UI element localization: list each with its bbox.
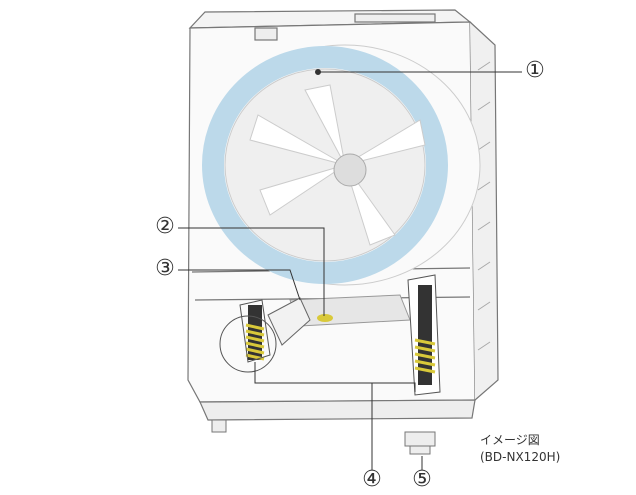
leader-lines [178,69,522,470]
side-vents [477,61,491,351]
sensor-part [317,314,333,322]
feet [211,419,436,455]
part-3 [267,297,311,346]
left-damper [219,299,277,373]
drum [202,44,481,286]
image-caption: イメージ図 (BD-NX120H) [480,432,560,466]
callout-1: ① [525,58,545,83]
caption-line-1: イメージ図 [480,433,540,447]
right-damper [407,274,441,396]
callout-5: ⑤ [412,467,432,492]
callout-2: ② [155,214,175,239]
caption-model: (BD-NX120H) [480,450,561,464]
callout-4: ④ [362,467,382,492]
callout-3: ③ [155,256,175,281]
